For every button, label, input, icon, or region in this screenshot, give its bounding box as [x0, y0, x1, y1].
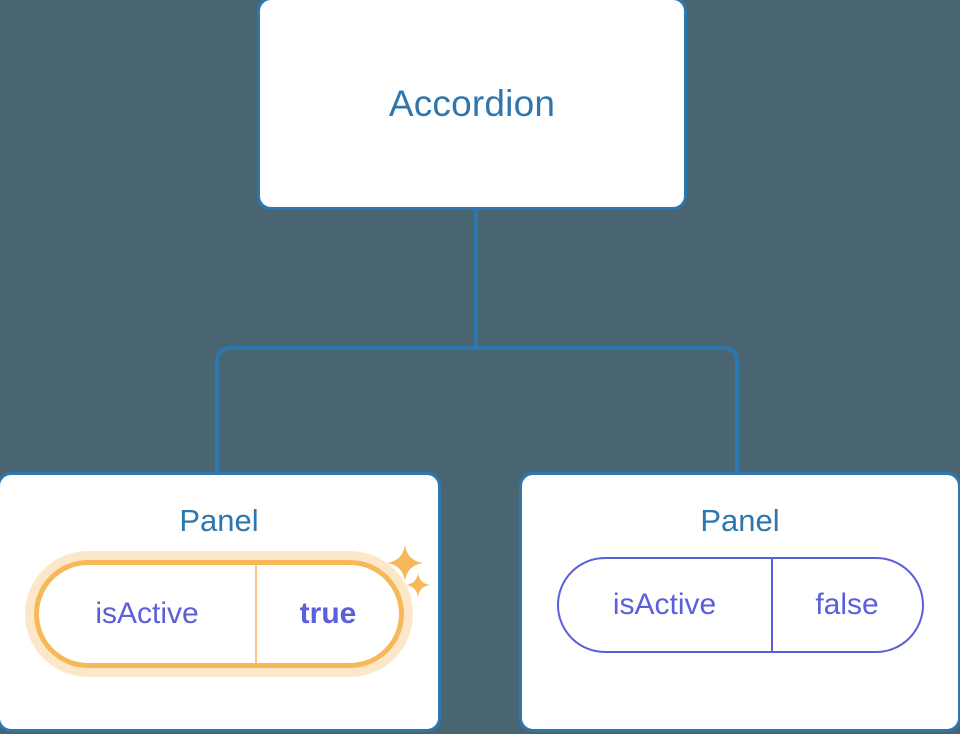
node-accordion-label: Accordion — [388, 83, 556, 124]
prop-pill-inactive-value: false — [815, 588, 879, 621]
prop-pill-inactive[interactable]: isActive false — [556, 557, 924, 653]
node-accordion[interactable]: Accordion — [257, 0, 687, 210]
node-panel-active-label: Panel — [179, 503, 259, 538]
node-panel-inactive-label: Panel — [700, 503, 780, 538]
prop-pill-active-key: isActive — [39, 565, 257, 663]
node-panel-inactive[interactable]: Panel isActive false — [519, 472, 960, 732]
prop-pill-active[interactable]: isActive true — [34, 560, 404, 668]
node-panel-active[interactable]: Panel isActive true — [0, 472, 441, 732]
prop-pill-active-value: true — [299, 597, 357, 630]
connector-branch-left — [215, 346, 476, 475]
prop-pill-inactive-key: isActive — [559, 559, 773, 651]
connector-branch-right — [476, 346, 739, 475]
